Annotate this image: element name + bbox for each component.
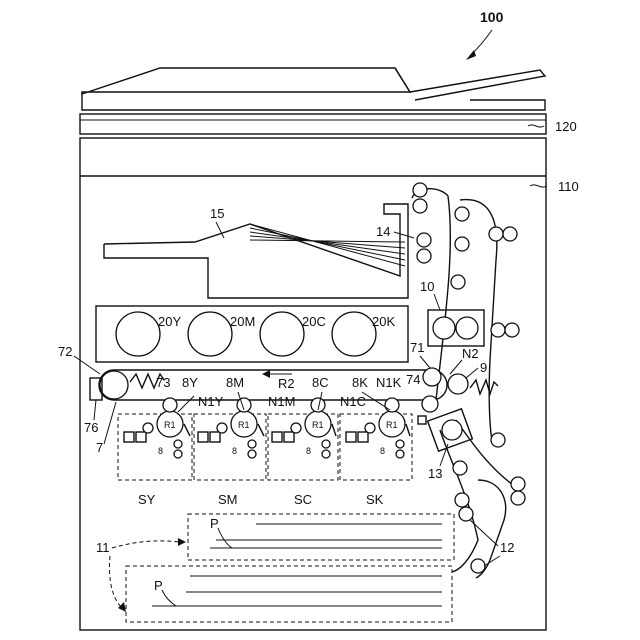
paper-tray-lower bbox=[126, 566, 452, 622]
secondary-transfer-roller bbox=[448, 374, 468, 394]
process-unit-sy bbox=[118, 398, 192, 480]
scanner-unit bbox=[80, 114, 546, 134]
toner-20c bbox=[260, 312, 304, 356]
arrow-100 bbox=[466, 50, 476, 60]
label-11: 11 bbox=[96, 540, 110, 555]
label-n1m: N1M bbox=[268, 394, 295, 409]
label-73: 73 bbox=[156, 375, 170, 390]
leader-n2 bbox=[450, 360, 462, 374]
label-20c: 20C bbox=[302, 314, 326, 329]
label-120: 120 bbox=[555, 119, 577, 134]
leader-8y bbox=[178, 396, 194, 412]
toner-20m bbox=[188, 312, 232, 356]
leader-10 bbox=[434, 294, 440, 310]
label-n2: N2 bbox=[462, 346, 479, 361]
label-sk: SK bbox=[366, 492, 384, 507]
leader-12-b bbox=[484, 556, 500, 566]
drum-num-sy: 8 bbox=[158, 446, 163, 456]
label-8m: 8M bbox=[226, 375, 244, 390]
drum-label-sk: R1 bbox=[386, 420, 398, 430]
drum-num-sc: 8 bbox=[306, 446, 311, 456]
belt-direction-arrow bbox=[262, 370, 270, 378]
paper-tray-upper bbox=[188, 514, 454, 560]
leader-76 bbox=[94, 400, 96, 420]
process-unit-sk bbox=[340, 398, 412, 480]
toner-20k bbox=[332, 312, 376, 356]
leader-110 bbox=[530, 185, 547, 187]
leader-11-upper bbox=[112, 541, 180, 548]
leader-11-lower bbox=[110, 556, 123, 608]
leader-7 bbox=[104, 402, 116, 444]
label-r2: R2 bbox=[278, 376, 295, 391]
label-14: 14 bbox=[376, 224, 390, 239]
label-72: 72 bbox=[58, 344, 72, 359]
label-110: 110 bbox=[558, 179, 579, 194]
process-unit-sc bbox=[268, 398, 338, 480]
fuser-unit bbox=[428, 310, 484, 346]
label-n1y: N1Y bbox=[198, 394, 224, 409]
label-sy: SY bbox=[138, 492, 156, 507]
drum-label-sc: R1 bbox=[312, 420, 324, 430]
label-10: 10 bbox=[420, 279, 434, 294]
label-71: 71 bbox=[410, 340, 424, 355]
label-8k: 8K bbox=[352, 375, 368, 390]
document-feeder bbox=[82, 68, 545, 110]
label-7: 7 bbox=[96, 440, 103, 455]
label-n1k: N1K bbox=[376, 375, 402, 390]
drum-num-sk: 8 bbox=[380, 446, 385, 456]
toner-20y bbox=[116, 312, 160, 356]
exit-tray bbox=[104, 204, 408, 298]
arrow-11-upper bbox=[178, 538, 186, 546]
label-100: 100 bbox=[480, 9, 504, 25]
label-sc: SC bbox=[294, 492, 312, 507]
leader-9 bbox=[466, 368, 478, 378]
label-20y: 20Y bbox=[158, 314, 181, 329]
label-15: 15 bbox=[210, 206, 224, 221]
label-20m: 20M bbox=[230, 314, 255, 329]
process-unit-sm bbox=[194, 398, 266, 480]
drum-num-sm: 8 bbox=[232, 446, 237, 456]
label-20k: 20K bbox=[372, 314, 395, 329]
leader-12-a bbox=[470, 520, 498, 546]
label-sm: SM bbox=[218, 492, 238, 507]
label-74: 74 bbox=[406, 372, 420, 387]
arrow-11-lower bbox=[118, 602, 126, 612]
leader-71 bbox=[420, 356, 430, 368]
label-76: 76 bbox=[84, 420, 98, 435]
leader-p-upper bbox=[218, 528, 232, 548]
leader-p-lower bbox=[162, 590, 176, 606]
label-p-lower: P bbox=[154, 578, 163, 593]
leader-15 bbox=[216, 222, 224, 238]
drum-label-sy: R1 bbox=[164, 420, 176, 430]
label-8y: 8Y bbox=[182, 375, 198, 390]
label-12: 12 bbox=[500, 540, 514, 555]
leader-120 bbox=[528, 125, 544, 127]
label-8c: 8C bbox=[312, 375, 329, 390]
label-p-upper: P bbox=[210, 516, 219, 531]
leader-13 bbox=[440, 444, 448, 466]
leader-14 bbox=[394, 232, 414, 238]
label-9: 9 bbox=[480, 360, 487, 375]
label-n1c: N1C bbox=[340, 394, 366, 409]
label-13: 13 bbox=[428, 466, 442, 481]
drum-label-sm: R1 bbox=[238, 420, 250, 430]
